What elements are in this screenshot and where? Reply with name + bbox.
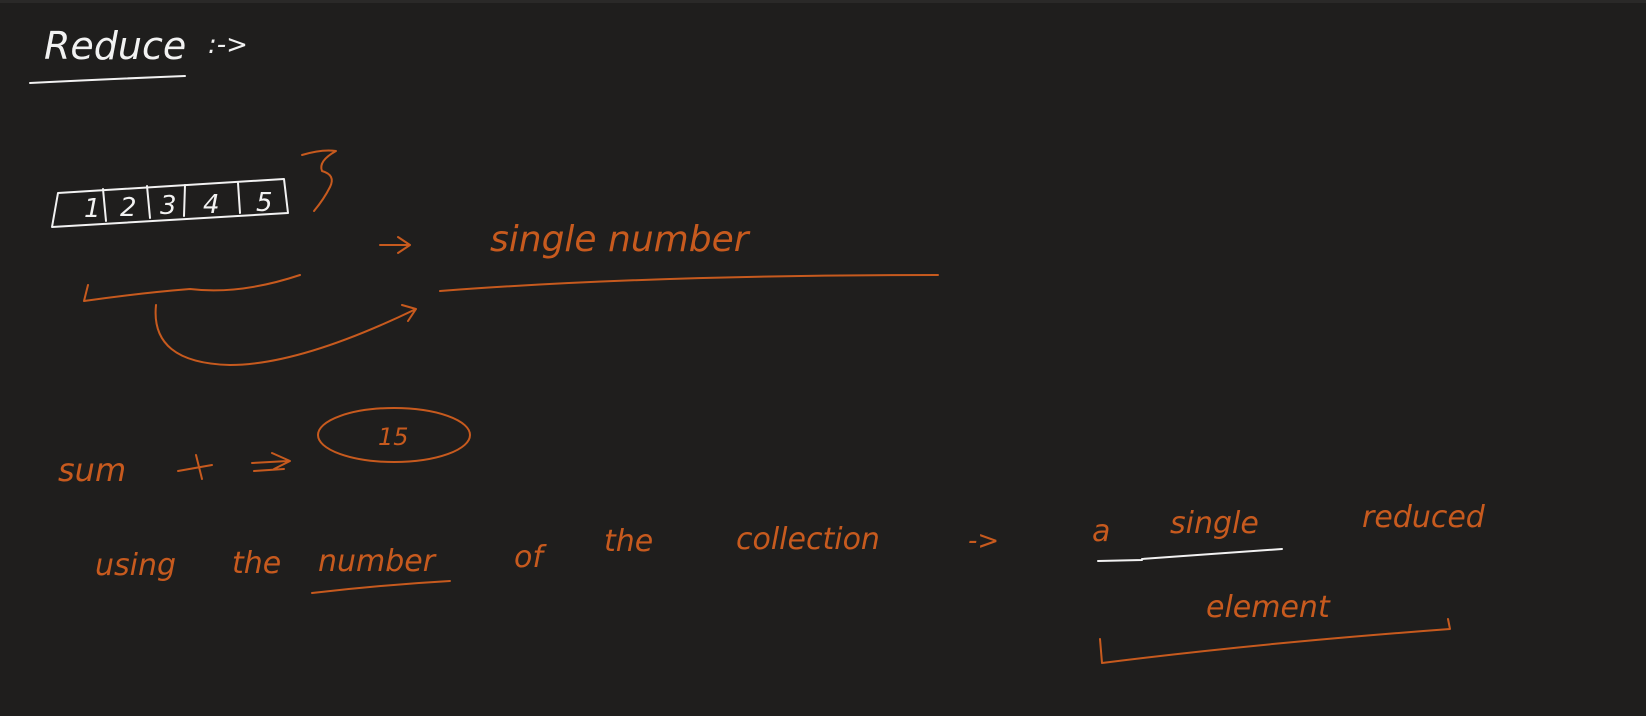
array-box [51,178,289,228]
array-cell: 3 [160,191,177,221]
heading-underline [29,75,186,84]
drawing-surface[interactable]: Reduce :-> 1 2 3 4 5 single number sum 1… [0,3,1646,716]
result-label: single number [490,219,751,260]
explanation-word: the [232,546,281,581]
plus-icon [177,454,213,480]
explanation-word: collection [736,522,880,557]
result-word: reduced [1362,500,1486,535]
heading-title: Reduce [44,24,186,68]
explanation-word: of [514,540,547,575]
array-divider [146,185,151,219]
array-divider [183,184,186,217]
array-bracket [83,274,301,302]
array-cell: 1 [84,194,101,224]
result-circle [317,407,471,463]
array-cell: 2 [120,193,137,223]
explanation-arrow: -> [968,526,999,556]
number-underline [311,580,451,594]
array-cell: 4 [203,190,220,220]
sum-label: sum [58,451,126,489]
array-cell: 5 [256,188,273,218]
implies-arrow-icon [251,452,291,472]
element-bracket [1099,618,1451,664]
sum-result: 15 [378,423,409,451]
result-line2: element [1206,590,1331,625]
explanation-word: the [604,524,653,559]
heading-arrow: :-> [208,30,248,60]
result-underline [439,274,939,292]
result-word: a [1092,514,1110,549]
explanation-word: using [95,548,176,583]
array-divider [102,188,107,222]
arrow-right-icon [379,236,411,254]
result-word: single [1170,506,1259,541]
single-underline [1097,548,1283,562]
curly-brace [301,149,337,212]
explanation-word: number [318,544,437,579]
array-divider [237,182,241,214]
curved-arrow-icon [154,304,417,366]
